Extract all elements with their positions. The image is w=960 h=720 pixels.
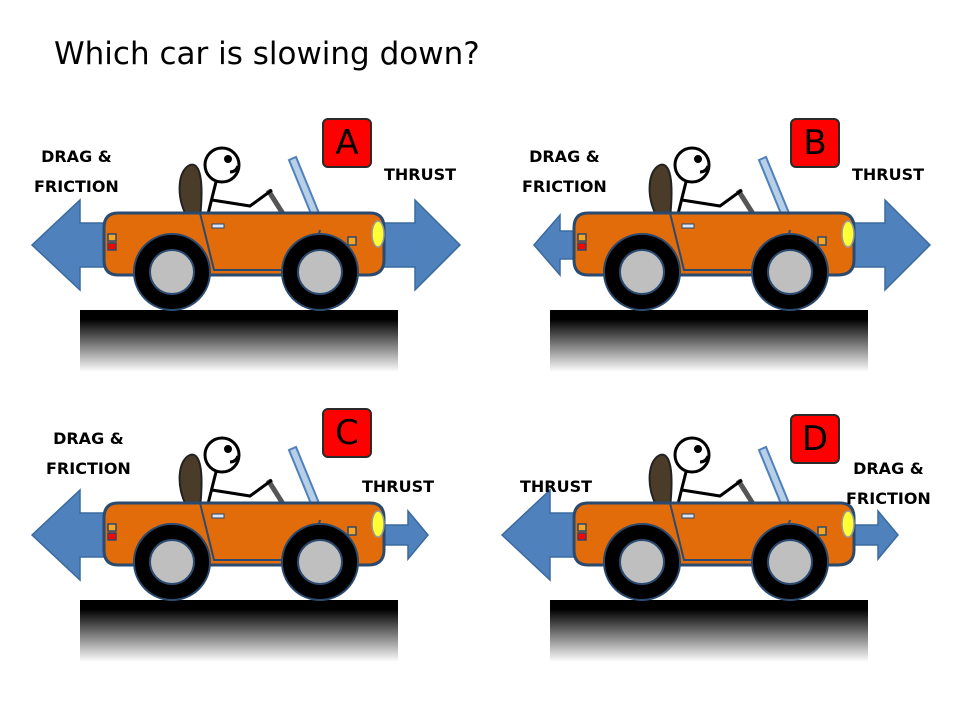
driver-arm [681, 188, 743, 208]
left-force-label-line1: DRAG & [41, 147, 112, 166]
rear-marker-light [577, 523, 587, 532]
car-panel-c[interactable]: C DRAG & FRICTION THRUST [0, 400, 480, 700]
driver-eye [224, 155, 232, 163]
front-hubcap [297, 539, 343, 585]
headlight [371, 510, 385, 538]
seat-icon [178, 163, 203, 220]
rear-marker-light [577, 233, 587, 242]
driver-head [673, 436, 711, 474]
car-diagram-a [30, 146, 462, 372]
windshield [757, 445, 793, 513]
windshield [287, 155, 323, 223]
rear-hubcap [619, 249, 665, 295]
rear-marker-light [107, 523, 117, 532]
front-marker-light [347, 526, 357, 536]
rear-hubcap [149, 539, 195, 585]
right-force-label-line1: DRAG & [853, 459, 924, 478]
left-force-label-line1: DRAG & [53, 429, 124, 448]
driver-head [203, 436, 241, 474]
driver-arm [211, 478, 273, 498]
car-diagram-d [500, 436, 899, 662]
ground-block [550, 600, 868, 662]
right-force-label-line1: THRUST [362, 477, 435, 496]
left-force-label-d: THRUST [520, 472, 592, 502]
headlight [841, 220, 855, 248]
right-force-label-d: DRAG & FRICTION [846, 454, 931, 514]
option-badge-b[interactable]: B [790, 118, 840, 168]
driver-head [203, 146, 241, 184]
rear-marker-light [107, 233, 117, 242]
car-diagram-b [533, 146, 932, 372]
left-force-label-line2: FRICTION [34, 177, 119, 196]
driver-smile [229, 455, 240, 464]
driver-smile [699, 165, 710, 174]
driver-eye [224, 445, 232, 453]
left-force-label-c: DRAG & FRICTION [46, 424, 131, 484]
front-marker-light [347, 236, 357, 246]
rear-hubcap [619, 539, 665, 585]
right-force-label-line1: THRUST [384, 165, 457, 184]
rear-hubcap [149, 249, 195, 295]
door-handle [211, 223, 225, 229]
driver-arm [681, 478, 743, 498]
tail-light [577, 242, 587, 251]
option-badge-c[interactable]: C [322, 408, 372, 458]
car-panel-d[interactable]: D THRUST DRAG & FRICTION [470, 400, 950, 700]
windshield [287, 445, 323, 513]
windshield [757, 155, 793, 223]
front-marker-light [817, 236, 827, 246]
tail-light [577, 532, 587, 541]
right-force-label-c: THRUST [362, 472, 434, 502]
right-force-label-b: THRUST [852, 160, 924, 190]
seat-icon [648, 453, 673, 510]
ground-block [80, 600, 398, 662]
left-force-label-line2: FRICTION [46, 459, 131, 478]
headlight [841, 510, 855, 538]
ground-block [550, 310, 868, 372]
car-diagram-c [30, 436, 429, 662]
driver-arm [211, 188, 273, 208]
left-force-label-a: DRAG & FRICTION [34, 142, 119, 202]
tail-light [107, 532, 117, 541]
driver-smile [229, 165, 240, 174]
driver-eye [694, 155, 702, 163]
driver-smile [699, 455, 710, 464]
car-panel-b[interactable]: B DRAG & FRICTION THRUST [470, 110, 950, 410]
option-badge-d[interactable]: D [790, 414, 840, 464]
ground-block [80, 310, 398, 372]
left-force-label-line1: THRUST [520, 477, 593, 496]
right-force-label-line1: THRUST [852, 165, 925, 184]
left-force-label-line2: FRICTION [522, 177, 607, 196]
headlight [371, 220, 385, 248]
left-force-label-b: DRAG & FRICTION [522, 142, 607, 202]
door-handle [681, 513, 695, 519]
front-hubcap [297, 249, 343, 295]
front-hubcap [767, 539, 813, 585]
seat-icon [648, 163, 673, 220]
door-handle [681, 223, 695, 229]
option-badge-a[interactable]: A [322, 118, 372, 168]
front-hubcap [767, 249, 813, 295]
tail-light [107, 242, 117, 251]
left-force-label-line1: DRAG & [529, 147, 600, 166]
right-force-label-line2: FRICTION [846, 489, 931, 508]
front-marker-light [817, 526, 827, 536]
right-force-label-a: THRUST [384, 160, 456, 190]
driver-head [673, 146, 711, 184]
car-panel-a[interactable]: A DRAG & FRICTION THRUST [0, 110, 480, 410]
door-handle [211, 513, 225, 519]
driver-eye [694, 445, 702, 453]
question-title: Which car is slowing down? [54, 36, 480, 72]
seat-icon [178, 453, 203, 510]
